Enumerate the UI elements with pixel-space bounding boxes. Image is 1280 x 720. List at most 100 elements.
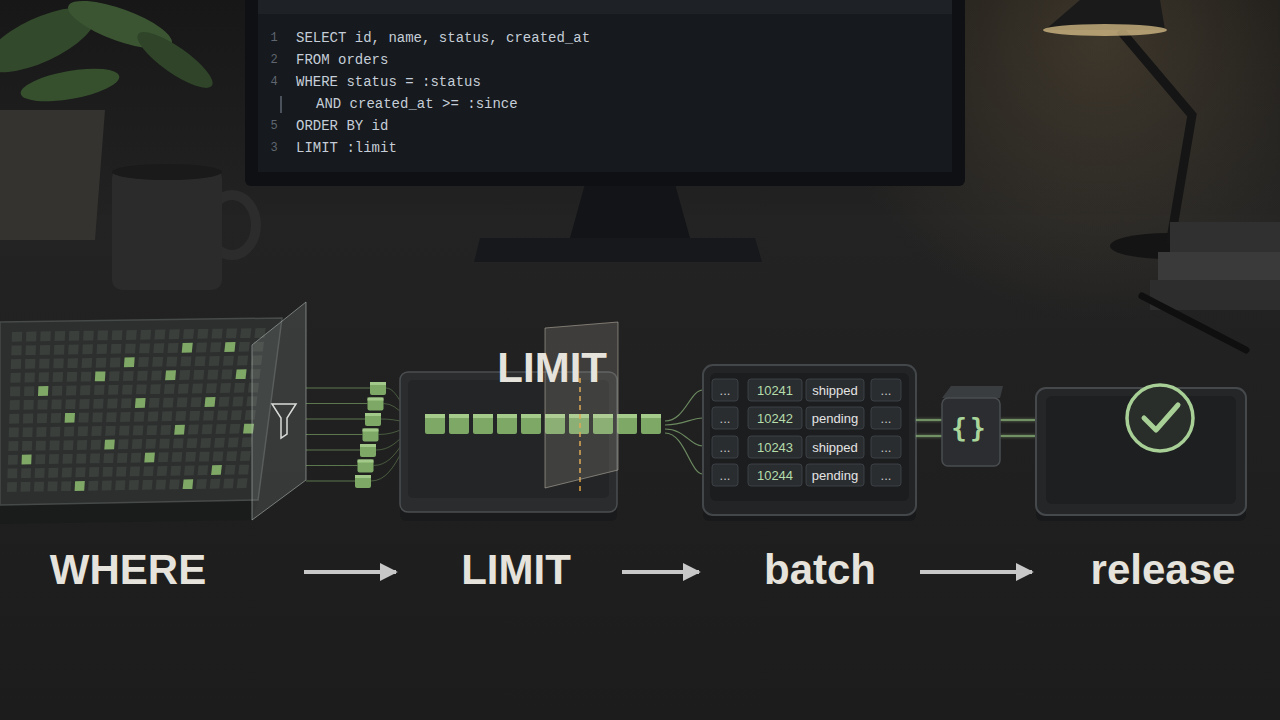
grid-cell	[95, 371, 106, 381]
grid-cell	[37, 413, 47, 423]
filter-wire	[306, 450, 360, 451]
grid-cell	[12, 332, 23, 342]
grid-cell	[125, 344, 136, 354]
grid-cell	[140, 330, 151, 340]
line-number: 3	[270, 141, 277, 155]
grid-cell	[174, 425, 185, 435]
grid-cell	[90, 453, 100, 463]
mug	[112, 164, 256, 290]
limit-stage: LIMITLIMIT	[400, 300, 618, 610]
filter-grid-tray	[0, 318, 282, 524]
grid-cell	[195, 356, 206, 366]
grid-cell	[131, 453, 142, 463]
panel-label: LIMIT	[497, 344, 607, 392]
row-cube	[473, 414, 493, 434]
grid-cell	[88, 481, 98, 491]
grid-cell	[223, 479, 234, 489]
grid-cell	[112, 330, 123, 340]
grid-cell	[232, 397, 243, 407]
filter-wire	[306, 403, 368, 404]
table-cell-box	[806, 436, 864, 458]
table-cell: ...	[881, 383, 892, 398]
grid-cell	[105, 426, 116, 436]
grid-cell	[126, 330, 137, 340]
grid-cell	[214, 438, 225, 448]
table-cell: ...	[720, 411, 731, 426]
table-cell: ...	[881, 411, 892, 426]
table-cell-box	[871, 379, 901, 401]
table-cell-box	[806, 407, 864, 429]
grid-cell	[134, 412, 145, 422]
table-cell: ...	[881, 440, 892, 455]
grid-cell	[22, 441, 32, 451]
grid-cell	[78, 413, 89, 423]
batch-tray	[703, 365, 916, 521]
grid-cell	[39, 372, 50, 382]
stage-caption: batch	[764, 546, 876, 594]
grid-cell	[7, 482, 17, 492]
grid-cell	[79, 399, 90, 409]
books	[1142, 222, 1280, 350]
grid-cell	[48, 481, 58, 491]
grid-cell	[9, 427, 19, 437]
grid-cell	[240, 451, 251, 461]
grid-cell	[151, 371, 162, 381]
grid-cell	[51, 399, 61, 409]
grid-cell	[121, 398, 132, 408]
limited-rows	[425, 414, 661, 434]
grid-cell	[63, 440, 73, 450]
grid-cell	[34, 482, 44, 492]
brace-symbol: {}	[951, 413, 988, 443]
flow-arrow	[622, 570, 699, 574]
grid-cell	[96, 358, 107, 368]
line-number: 5	[270, 119, 277, 133]
grid-cell	[49, 440, 59, 450]
grid-cell	[160, 425, 171, 435]
table-cell: pending	[812, 468, 858, 483]
grid-cell	[219, 397, 230, 407]
grid-cell	[26, 332, 37, 342]
grid-cell	[226, 328, 237, 338]
grid-cell	[97, 344, 108, 354]
grid-cell	[197, 329, 208, 339]
grid-cell	[143, 466, 154, 476]
grid-cell	[242, 437, 253, 447]
filter-wire	[306, 465, 358, 466]
code-line: ORDER BY id	[296, 115, 388, 137]
grid-cell	[81, 372, 92, 382]
grid-cell	[138, 357, 149, 367]
grid-cell	[62, 468, 72, 478]
grid-cell	[122, 385, 133, 395]
row-cube	[425, 414, 445, 434]
release-tray: release	[1036, 300, 1246, 610]
grid-cell	[179, 370, 190, 380]
filter-wire	[306, 388, 370, 389]
data-wire	[1000, 427, 1036, 430]
grid-cell	[23, 427, 33, 437]
grid-cell	[217, 410, 228, 420]
grid-cell	[159, 439, 170, 449]
grid-cell	[51, 413, 61, 423]
grid-cell	[210, 479, 221, 489]
grid-cell	[184, 466, 195, 476]
row-wire	[665, 429, 703, 446]
grid-cell	[48, 468, 58, 478]
grid-cell	[183, 479, 194, 489]
table-cell: 10244	[757, 468, 793, 483]
grid-cell	[165, 370, 176, 380]
row-cube	[497, 414, 517, 434]
grid-cell	[178, 384, 189, 394]
grid-cell	[173, 438, 184, 448]
table-cell: shipped	[812, 383, 858, 398]
grid-cell	[36, 427, 46, 437]
grid-cell	[163, 398, 174, 408]
release-tray	[1036, 385, 1246, 521]
row-wires	[665, 390, 703, 474]
grid-cell	[124, 357, 135, 367]
row-wire	[665, 418, 703, 425]
grid-cell	[22, 455, 32, 465]
grid-cell	[152, 357, 163, 367]
code-panel: SELECT id, name, status, created_atFROM …	[296, 27, 916, 167]
